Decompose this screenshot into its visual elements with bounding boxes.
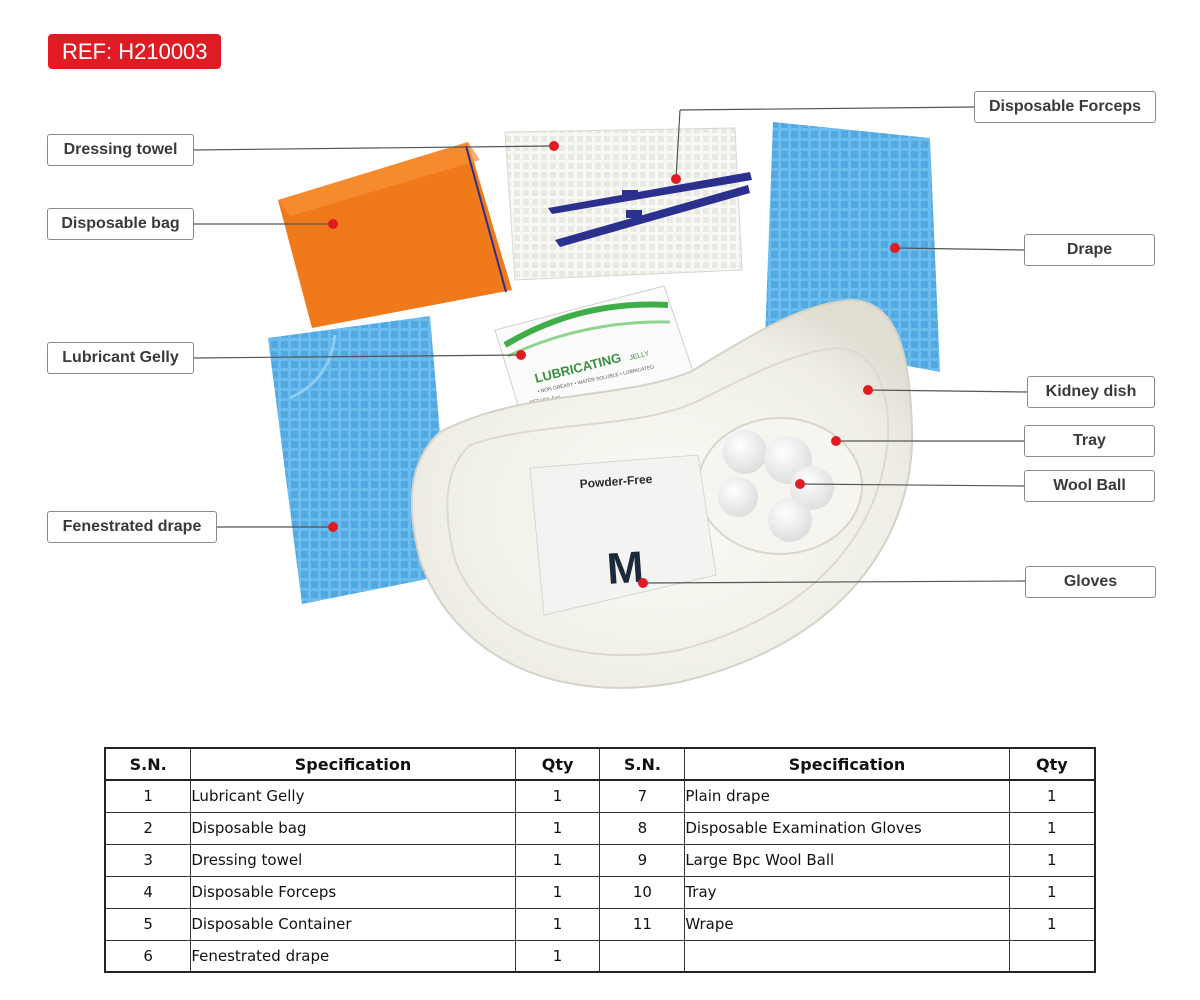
header-qty-1: Qty — [514, 747, 601, 781]
disposable-bag — [278, 142, 512, 328]
callout-tray: Tray — [1024, 425, 1155, 457]
marker-disposable-bag — [328, 219, 338, 229]
cell-qty: 1 — [514, 811, 601, 845]
callout-gloves: Gloves — [1025, 566, 1156, 598]
leader-lines — [193, 106, 1028, 584]
callout-fenestrated-drape: Fenestrated drape — [47, 511, 217, 543]
cell-sn: 8 — [599, 811, 686, 845]
cell-sn: 9 — [599, 843, 686, 877]
cell-qty: 1 — [1008, 811, 1096, 845]
table-row: 2 Disposable bag 1 8 Disposable Examinat… — [104, 811, 1096, 845]
sachet-sub-text: JELLY — [629, 350, 651, 362]
cell-sn — [599, 939, 686, 973]
cell-qty: 1 — [514, 843, 601, 877]
marker-gloves — [638, 578, 648, 588]
cell-sn: 3 — [104, 843, 192, 877]
cell-sn: 1 — [104, 779, 192, 813]
glove-pack-text: Powder-Free — [579, 472, 653, 491]
wool-balls — [718, 430, 834, 542]
header-qty-2: Qty — [1008, 747, 1096, 781]
cell-spec: Disposable Container — [190, 907, 516, 941]
table-header-row: S.N. Specification Qty S.N. Specificatio… — [104, 747, 1096, 781]
cell-sn: 4 — [104, 875, 192, 909]
callout-drape: Drape — [1024, 234, 1155, 266]
marker-fenestrated-drape — [328, 522, 338, 532]
specification-table: S.N. Specification Qty S.N. Specificatio… — [104, 747, 1096, 973]
callout-disposable-forceps: Disposable Forceps — [974, 91, 1156, 123]
disposable-forceps — [548, 172, 752, 247]
cell-qty: 1 — [514, 779, 601, 813]
cell-spec: Disposable bag — [190, 811, 516, 845]
marker-lubricant-gelly — [516, 350, 526, 360]
marker-kidney-dish — [863, 385, 873, 395]
callout-dressing-towel: Dressing towel — [47, 134, 194, 166]
header-sn-1: S.N. — [104, 747, 192, 781]
marker-dressing-towel — [549, 141, 559, 151]
callout-disposable-bag: Disposable bag — [47, 208, 194, 240]
cell-sn: 10 — [599, 875, 686, 909]
cell-sn: 11 — [599, 907, 686, 941]
cell-sn: 6 — [104, 939, 192, 973]
cell-spec: Lubricant Gelly — [190, 779, 516, 813]
marker-tray — [831, 436, 841, 446]
cell-qty: 1 — [514, 907, 601, 941]
cell-spec: Disposable Forceps — [190, 875, 516, 909]
gloves-pack: Powder-Free M — [529, 454, 717, 616]
marker-drape — [890, 243, 900, 253]
header-sn-2: S.N. — [599, 747, 686, 781]
header-specification-2: Specification — [684, 747, 1010, 781]
table-row: 1 Lubricant Gelly 1 7 Plain drape 1 — [104, 779, 1096, 813]
cell-spec: Large Bpc Wool Ball — [684, 843, 1010, 877]
markers — [328, 141, 900, 588]
cell-spec: Fenestrated drape — [190, 939, 516, 973]
table-row: 6 Fenestrated drape 1 — [104, 939, 1096, 973]
cell-qty: 1 — [514, 939, 601, 973]
cell-spec: Dressing towel — [190, 843, 516, 877]
cell-spec: Wrape — [684, 907, 1010, 941]
glove-size-text: M — [605, 543, 645, 594]
marker-wool-ball — [795, 479, 805, 489]
cell-spec: Tray — [684, 875, 1010, 909]
product-illustration: LUBRICATING JELLY • NON GREASY • WATER S… — [193, 106, 1028, 689]
cell-qty: 1 — [1008, 875, 1096, 909]
table-row: 4 Disposable Forceps 1 10 Tray 1 — [104, 875, 1096, 909]
cell-qty — [1008, 939, 1096, 973]
cell-qty: 1 — [1008, 779, 1096, 813]
table-row: 5 Disposable Container 1 11 Wrape 1 — [104, 907, 1096, 941]
cell-spec: Disposable Examination Gloves — [684, 811, 1010, 845]
cell-sn: 5 — [104, 907, 192, 941]
callout-kidney-dish: Kidney dish — [1027, 376, 1155, 408]
ref-badge: REF: H210003 — [48, 34, 221, 69]
callout-wool-ball: Wool Ball — [1024, 470, 1155, 502]
marker-disposable-forceps — [671, 174, 681, 184]
cell-sn: 7 — [599, 779, 686, 813]
cell-qty: 1 — [1008, 843, 1096, 877]
cell-qty: 1 — [514, 875, 601, 909]
fenestrated-drape — [268, 316, 452, 604]
header-specification-1: Specification — [190, 747, 516, 781]
table-row: 3 Dressing towel 1 9 Large Bpc Wool Ball… — [104, 843, 1096, 877]
cell-sn: 2 — [104, 811, 192, 845]
cell-qty: 1 — [1008, 907, 1096, 941]
callout-lubricant-gelly: Lubricant Gelly — [47, 342, 194, 374]
cell-spec — [684, 939, 1010, 973]
cell-spec: Plain drape — [684, 779, 1010, 813]
